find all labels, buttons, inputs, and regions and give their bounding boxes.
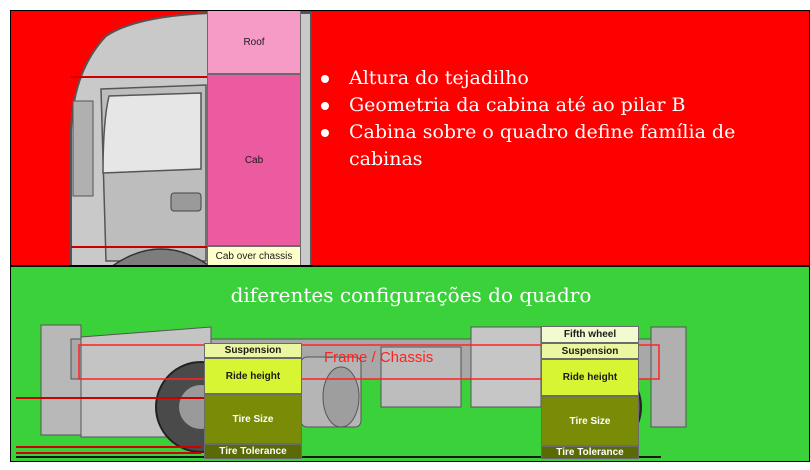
bullet-item: Altura do tejadilho xyxy=(311,65,809,92)
bullet-dot-icon xyxy=(321,75,329,83)
rear-tire-size-label: Tire Size xyxy=(569,415,611,427)
bullet-list: Altura do tejadilho Geometria da cabina … xyxy=(311,65,809,173)
roof-label: Roof xyxy=(243,36,265,48)
front-suspension-block: Suspension xyxy=(204,343,302,358)
bullet-text: Cabina sobre o quadro define família de … xyxy=(349,121,736,170)
front-ride-height-block: Ride height xyxy=(204,358,302,394)
front-tire-size-block: Tire Size xyxy=(204,394,302,444)
front-ride-height-label: Ride height xyxy=(225,370,281,382)
rear-suspension-block: Suspension xyxy=(541,343,639,359)
rear-tire-tolerance-label: Tire Tolerance xyxy=(556,447,624,458)
fifth-wheel-block: Fifth wheel xyxy=(541,326,639,343)
bullet-item: Geometria da cabina até ao pilar B xyxy=(311,92,809,119)
roof-block: Roof xyxy=(207,11,301,74)
cab-panel: Roof Cab Cab over chassis Altura do teja… xyxy=(10,10,810,266)
bullet-text: Geometria da cabina até ao pilar B xyxy=(349,94,686,116)
frame-chassis-label: Frame / Chassis xyxy=(324,349,434,366)
front-tire-tolerance-label: Tire Tolerance xyxy=(219,446,287,457)
front-tire-tolerance-block: Tire Tolerance xyxy=(204,444,302,459)
cab-over-chassis-block: Cab over chassis xyxy=(207,246,301,265)
rear-ride-height-label: Ride height xyxy=(562,372,618,383)
bullet-dot-icon xyxy=(321,102,329,110)
rear-suspension-label: Suspension xyxy=(561,345,619,357)
fifth-wheel-label: Fifth wheel xyxy=(563,329,617,340)
front-tire-size-label: Tire Size xyxy=(232,413,274,425)
front-suspension-label: Suspension xyxy=(224,345,282,356)
cab-label: Cab xyxy=(244,154,264,166)
chassis-panel: diferentes configurações do quadro Frame… xyxy=(10,266,810,462)
cab-block: Cab xyxy=(207,74,301,246)
bullet-text: Altura do tejadilho xyxy=(349,67,529,89)
cab-over-chassis-label: Cab over chassis xyxy=(215,250,293,262)
bullet-item: Cabina sobre o quadro define família de … xyxy=(311,119,809,173)
bullet-dot-icon xyxy=(321,129,329,137)
rear-tire-size-block: Tire Size xyxy=(541,396,639,446)
rear-ride-height-block: Ride height xyxy=(541,359,639,396)
chassis-title: diferentes configurações do quadro xyxy=(230,283,592,307)
rear-tire-tolerance-block: Tire Tolerance xyxy=(541,446,639,459)
